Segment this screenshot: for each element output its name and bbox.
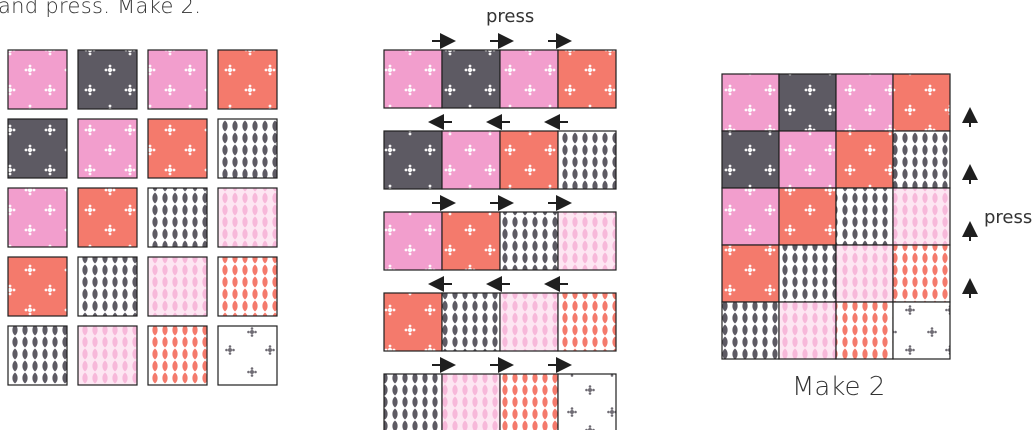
pink-flower-print-square-icon <box>384 212 442 270</box>
pink-flower-print-square-icon <box>836 74 893 131</box>
pink-flower-print-square-icon <box>8 50 67 109</box>
coral-flower-print-square-icon <box>78 188 137 247</box>
coral-scale-print-square-icon <box>500 374 558 430</box>
coral-scale-print-square-icon <box>218 257 277 316</box>
light-pink-scale-print-square-icon <box>836 245 893 302</box>
coral-flower-print-square-icon <box>148 119 207 178</box>
coral-flower-print-square-icon <box>218 50 277 109</box>
gray-scale-print-square-icon <box>384 374 442 430</box>
gray-scale-print-square-icon <box>218 119 277 178</box>
coral-flower-print-square-icon <box>893 74 950 131</box>
light-pink-scale-print-square-icon <box>78 326 137 385</box>
light-pink-scale-print-square-icon <box>218 188 277 247</box>
white-flower-print-square-icon <box>558 374 616 430</box>
coral-flower-print-square-icon <box>500 131 558 189</box>
gray-scale-print-square-icon <box>558 131 616 189</box>
coral-flower-print-square-icon <box>722 245 779 302</box>
gray-scale-print-square-icon <box>500 212 558 270</box>
coral-scale-print-square-icon <box>558 293 616 351</box>
gray-scale-print-square-icon <box>893 131 950 188</box>
light-pink-scale-print-square-icon <box>779 302 836 359</box>
gray-scale-print-square-icon <box>8 326 67 385</box>
coral-scale-print-square-icon <box>836 302 893 359</box>
gray-flower-print-square-icon <box>779 74 836 131</box>
light-pink-scale-print-square-icon <box>442 374 500 430</box>
light-pink-scale-print-square-icon <box>558 212 616 270</box>
coral-flower-print-square-icon <box>384 293 442 351</box>
white-flower-print-square-icon <box>218 326 277 385</box>
light-pink-scale-print-square-icon <box>148 257 207 316</box>
coral-flower-print-square-icon <box>442 212 500 270</box>
coral-scale-print-square-icon <box>148 326 207 385</box>
gray-flower-print-square-icon <box>442 50 500 108</box>
gray-flower-print-square-icon <box>78 50 137 109</box>
pink-flower-print-square-icon <box>442 131 500 189</box>
coral-flower-print-square-icon <box>558 50 616 108</box>
pink-flower-print-square-icon <box>500 50 558 108</box>
coral-flower-print-square-icon <box>779 188 836 245</box>
pink-flower-print-square-icon <box>722 188 779 245</box>
pink-flower-print-square-icon <box>148 50 207 109</box>
pink-flower-print-square-icon <box>779 131 836 188</box>
gray-flower-print-square-icon <box>8 119 67 178</box>
pink-flower-print-square-icon <box>384 50 442 108</box>
light-pink-scale-print-square-icon <box>893 188 950 245</box>
coral-scale-print-square-icon <box>893 245 950 302</box>
gray-scale-print-square-icon <box>78 257 137 316</box>
pink-flower-print-square-icon <box>722 74 779 131</box>
gray-flower-print-square-icon <box>722 131 779 188</box>
coral-flower-print-square-icon <box>8 257 67 316</box>
pink-flower-print-square-icon <box>8 188 67 247</box>
gray-scale-print-square-icon <box>442 293 500 351</box>
white-flower-print-square-icon <box>893 302 950 359</box>
gray-scale-print-square-icon <box>148 188 207 247</box>
gray-scale-print-square-icon <box>779 245 836 302</box>
gray-scale-print-square-icon <box>836 188 893 245</box>
pink-flower-print-square-icon <box>78 119 137 178</box>
coral-flower-print-square-icon <box>836 131 893 188</box>
gray-flower-print-square-icon <box>384 131 442 189</box>
gray-scale-print-square-icon <box>722 302 779 359</box>
light-pink-scale-print-square-icon <box>500 293 558 351</box>
